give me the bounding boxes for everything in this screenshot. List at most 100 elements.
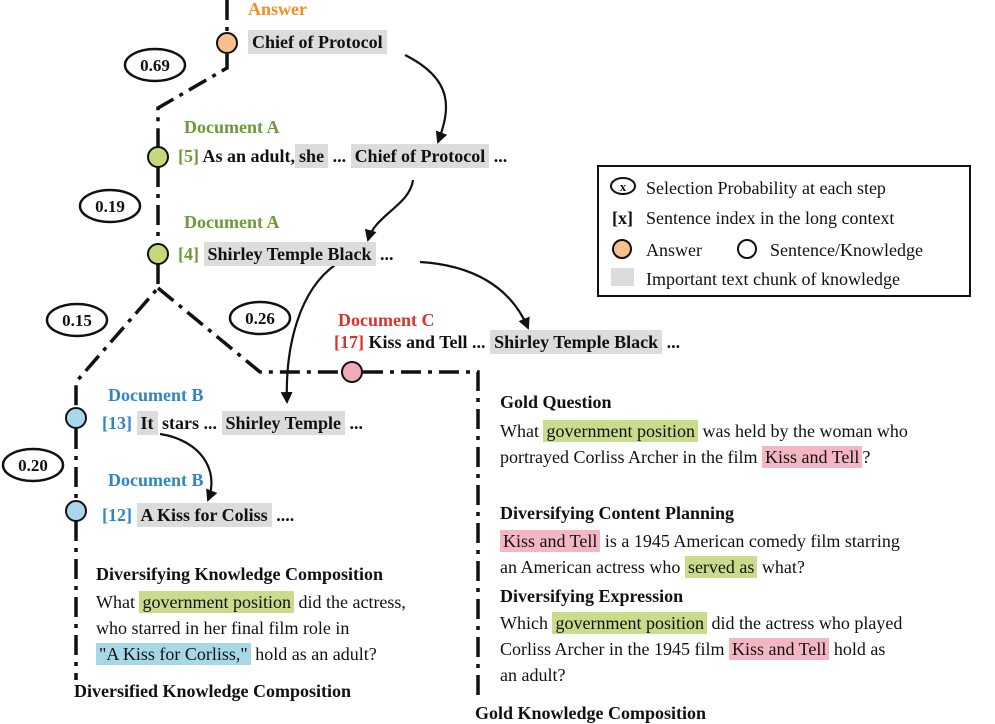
sentence-17-post: ...: [666, 332, 681, 352]
expression-highlight-position: government position: [552, 612, 707, 634]
arrow-s4-to-s13: [280, 264, 336, 404]
footer-diversified: Diversified Knowledge Composition: [74, 681, 351, 701]
sentence-5: [5] As an adult,she ... Chief of Protoco…: [178, 144, 508, 168]
sentence-13-mid: stars ...: [162, 413, 217, 433]
sentence-5-chunk-she: she: [295, 144, 329, 168]
legend-probability-text: Selection Probability at each step: [646, 178, 886, 198]
content-planning-l2b: what?: [761, 557, 805, 577]
content-planning-l1b: is a 1945 American comedy film starring: [604, 531, 900, 551]
probability-value-1: 0.69: [140, 56, 170, 75]
chain-edge-s4-to-s17: [156, 286, 341, 374]
answer-chunk: Chief of Protocol: [248, 30, 387, 54]
gold-question-l1b: was held by the woman who: [702, 421, 908, 441]
doc-label-s17: Document C: [338, 310, 435, 330]
doc-label-s5: Document A: [184, 117, 280, 137]
sentence-index-5: [5]: [178, 146, 199, 166]
content-planning-highlight-served: served as: [684, 556, 758, 578]
sentence-node-13: [65, 407, 87, 429]
sentence-13: [13] It stars ... Shirley Temple ...: [102, 411, 364, 435]
expression-l1a: Which: [500, 613, 548, 633]
knowledge-comp-highlight-film: "A Kiss for Corliss,": [96, 643, 251, 665]
sentence-13-chunk-it: It: [136, 411, 158, 435]
probability-ellipse-1: [123, 47, 187, 83]
sentence-5-pre: As an adult,: [202, 146, 296, 166]
sentence-node-4: [147, 243, 169, 265]
content-planning-title: Diversifying Content Planning: [500, 503, 735, 523]
probability-ellipse-4: [228, 300, 292, 336]
gold-question-highlight-film: Kiss and Tell: [761, 446, 863, 468]
sentence-12-post: ....: [276, 505, 295, 525]
sentence-index-4: [4]: [178, 244, 199, 264]
gold-question-l1a: What: [500, 421, 539, 441]
arrow-s5-to-s4: [364, 179, 415, 242]
legend-probability-icon: [610, 177, 636, 195]
expression-title: Diversifying Expression: [500, 586, 684, 606]
sentence-5-post: ...: [493, 146, 508, 166]
probability-ellipse-3: [45, 302, 109, 338]
sentence-13-post: ...: [349, 413, 364, 433]
legend-chunk-swatch: [611, 268, 634, 286]
sentence-index-12: [12]: [102, 505, 132, 525]
sentence-4-chunk: Shirley Temple Black: [203, 242, 376, 266]
expression-l3: an adult?: [500, 665, 566, 685]
doc-label-s12: Document B: [108, 470, 204, 490]
probability-value-5: 0.20: [18, 456, 48, 475]
answer-label: Answer: [248, 0, 307, 19]
sentence-12: [12] A Kiss for Coliss ....: [102, 503, 295, 527]
legend-index-text: Sentence index in the long context: [646, 208, 895, 228]
probability-ellipse-5: [1, 447, 65, 483]
gold-question-l2b: ?: [862, 447, 871, 467]
knowledge-comp-l1a: What: [96, 592, 135, 612]
expression-l2a: Corliss Archer in the 1945 film: [500, 639, 725, 659]
sentence-node-12: [65, 500, 87, 522]
probability-value-3: 0.15: [62, 311, 92, 330]
expression-text: Which government position did the actres…: [500, 610, 902, 688]
sentence-index-17: [17]: [334, 332, 364, 352]
content-planning-l2a: an American actress who: [500, 557, 681, 577]
content-planning-highlight-film: Kiss and Tell: [500, 530, 601, 552]
probability-ellipse-2: [78, 188, 142, 224]
expression-highlight-film: Kiss and Tell: [728, 638, 830, 660]
legend-answer-node-icon: [612, 239, 632, 259]
legend-answer-text: Answer: [646, 240, 702, 260]
legend-sentence-node-icon: [737, 239, 757, 259]
chain-edge-s4-to-s13: [74, 264, 160, 408]
gold-question-text: What government position was held by the…: [500, 418, 908, 470]
sentence-node-17: [341, 361, 363, 383]
legend-probability-symbol: x: [620, 179, 627, 194]
knowledge-comp-l1b: did the actress,: [298, 592, 406, 612]
sentence-13-chunk-temple: Shirley Temple: [221, 411, 346, 435]
knowledge-comp-l3b: hold as an adult?: [255, 644, 377, 664]
sentence-5-chunk-protocol: Chief of Protocol: [350, 144, 490, 168]
arrow-answer-to-s5: [404, 54, 448, 144]
probability-value-2: 0.19: [95, 197, 125, 216]
sentence-node-5: [147, 146, 169, 168]
footer-gold: Gold Knowledge Composition: [475, 703, 707, 723]
chain-edge-answer-to-s5: [156, 54, 229, 147]
gold-question-l2a: portrayed Corliss Archer in the film: [500, 447, 758, 467]
sentence-index-13: [13]: [102, 413, 132, 433]
sentence-17: [17] Kiss and Tell ... Shirley Temple Bl…: [334, 330, 681, 354]
content-planning-text: Kiss and Tell is a 1945 American comedy …: [500, 528, 900, 580]
expression-l2b: hold as: [833, 639, 886, 659]
sentence-17-pre: Kiss and Tell ...: [368, 332, 486, 352]
answer-text: Chief of Protocol: [248, 30, 387, 54]
knowledge-comp-l2: who starred in her final film role in: [96, 618, 350, 638]
sentence-5-mid: ...: [332, 146, 347, 166]
gold-question-title: Gold Question: [500, 392, 612, 412]
legend-chunk-text: Important text chunk of knowledge: [646, 269, 900, 289]
knowledge-comp-title: Diversifying Knowledge Composition: [96, 564, 384, 584]
legend: Selection Probability at each step [x] S…: [597, 165, 971, 297]
sentence-4: [4] Shirley Temple Black ...: [178, 242, 394, 266]
doc-label-s4: Document A: [184, 212, 280, 232]
arrow-s13-to-s12: [159, 432, 218, 502]
legend-index-symbol: [x]: [612, 208, 633, 228]
probability-value-4: 0.26: [245, 309, 275, 328]
arrow-s4-to-s17: [419, 260, 530, 330]
gold-question-highlight-position: government position: [543, 420, 698, 442]
doc-label-s13: Document B: [108, 385, 204, 405]
knowledge-comp-highlight-position: government position: [139, 591, 294, 613]
sentence-12-chunk: A Kiss for Coliss: [136, 503, 272, 527]
legend-sentence-text: Sentence/Knowledge: [770, 240, 923, 260]
chain-edge-s17-to-gold: [363, 370, 480, 700]
